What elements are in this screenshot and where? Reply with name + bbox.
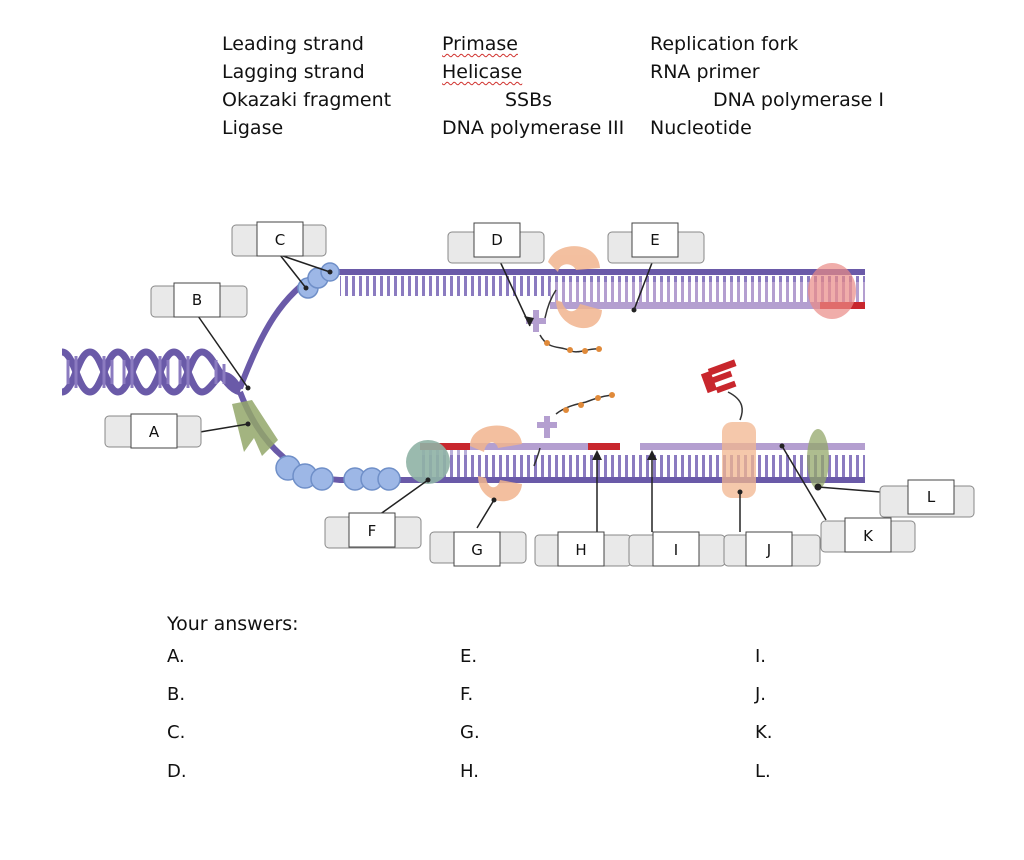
answer-a: A. xyxy=(167,646,185,667)
leader-lines xyxy=(197,254,931,532)
answer-f: F. xyxy=(460,684,474,705)
leading-strand-arm xyxy=(237,269,865,390)
polymerase-i-upper xyxy=(808,263,856,319)
label-box-a[interactable]: A xyxy=(104,413,202,449)
answer-b: B. xyxy=(167,684,186,705)
label-box-i[interactable]: I xyxy=(628,531,726,567)
label-box-d[interactable]: D xyxy=(447,222,545,264)
helicase-protein xyxy=(232,400,278,456)
polymerase-leading xyxy=(548,246,602,329)
answer-j: J. xyxy=(755,684,767,705)
label-k: K xyxy=(863,527,874,545)
label-a: A xyxy=(149,423,160,441)
word-dna-polymerase-iii: DNA polymerase III xyxy=(442,117,625,139)
word-leading-strand: Leading strand xyxy=(222,33,364,55)
answer-k: K. xyxy=(755,722,773,743)
word-helicase: Helicase xyxy=(442,61,523,83)
parental-helix xyxy=(60,348,244,396)
primase-upper xyxy=(526,289,602,354)
label-box-c[interactable]: C xyxy=(231,221,327,257)
word-okazaki-fragment: Okazaki fragment xyxy=(222,89,392,111)
label-e: E xyxy=(650,231,659,249)
label-f: F xyxy=(368,522,377,540)
label-g: G xyxy=(471,541,483,559)
answer-c: C. xyxy=(167,722,186,743)
primase-lower xyxy=(533,392,615,467)
label-b: B xyxy=(192,291,202,309)
word-replication-fork: Replication fork xyxy=(650,33,799,55)
label-box-l[interactable]: L xyxy=(879,479,975,518)
word-dna-polymerase-i: DNA polymerase I xyxy=(713,89,884,111)
answer-h: H. xyxy=(460,761,479,782)
label-box-j[interactable]: J xyxy=(723,531,821,567)
label-h: H xyxy=(575,541,586,559)
ssb-proteins-lower xyxy=(275,455,401,491)
polymerase-lagging xyxy=(470,425,522,502)
label-box-f[interactable]: F xyxy=(324,512,422,549)
label-d: D xyxy=(491,231,503,249)
word-primase: Primase xyxy=(442,33,518,55)
word-ligase: Ligase xyxy=(222,117,284,139)
polymerase-i-lower xyxy=(722,422,756,498)
word-nucleotide: Nucleotide xyxy=(650,117,752,139)
word-lagging-strand: Lagging strand xyxy=(222,61,365,83)
answer-i: I. xyxy=(755,646,767,667)
label-box-h[interactable]: H xyxy=(534,531,632,567)
sliding-clamp xyxy=(406,440,450,484)
label-i: I xyxy=(674,541,678,559)
label-box-k[interactable]: K xyxy=(820,517,916,553)
label-c: C xyxy=(275,231,285,249)
dna-replication-diagram: A B C D E F G H I J xyxy=(60,221,975,567)
lagging-strand-arm xyxy=(237,390,865,483)
word-rna-primer: RNA primer xyxy=(650,61,760,83)
label-l: L xyxy=(927,488,936,506)
answer-d: D. xyxy=(167,761,187,782)
answers-title: Your answers: xyxy=(167,613,299,635)
removed-primer xyxy=(700,359,743,421)
word-ssbs: SSBs xyxy=(505,89,553,111)
label-j: J xyxy=(766,541,771,559)
answer-l: L. xyxy=(755,761,771,782)
answer-g: G. xyxy=(460,722,480,743)
label-box-e[interactable]: E xyxy=(607,222,705,264)
label-box-g[interactable]: G xyxy=(429,531,527,567)
leader-dots xyxy=(245,269,822,503)
answer-e: E. xyxy=(460,646,478,667)
ligase-protein xyxy=(807,429,829,489)
label-box-b[interactable]: B xyxy=(150,282,248,318)
